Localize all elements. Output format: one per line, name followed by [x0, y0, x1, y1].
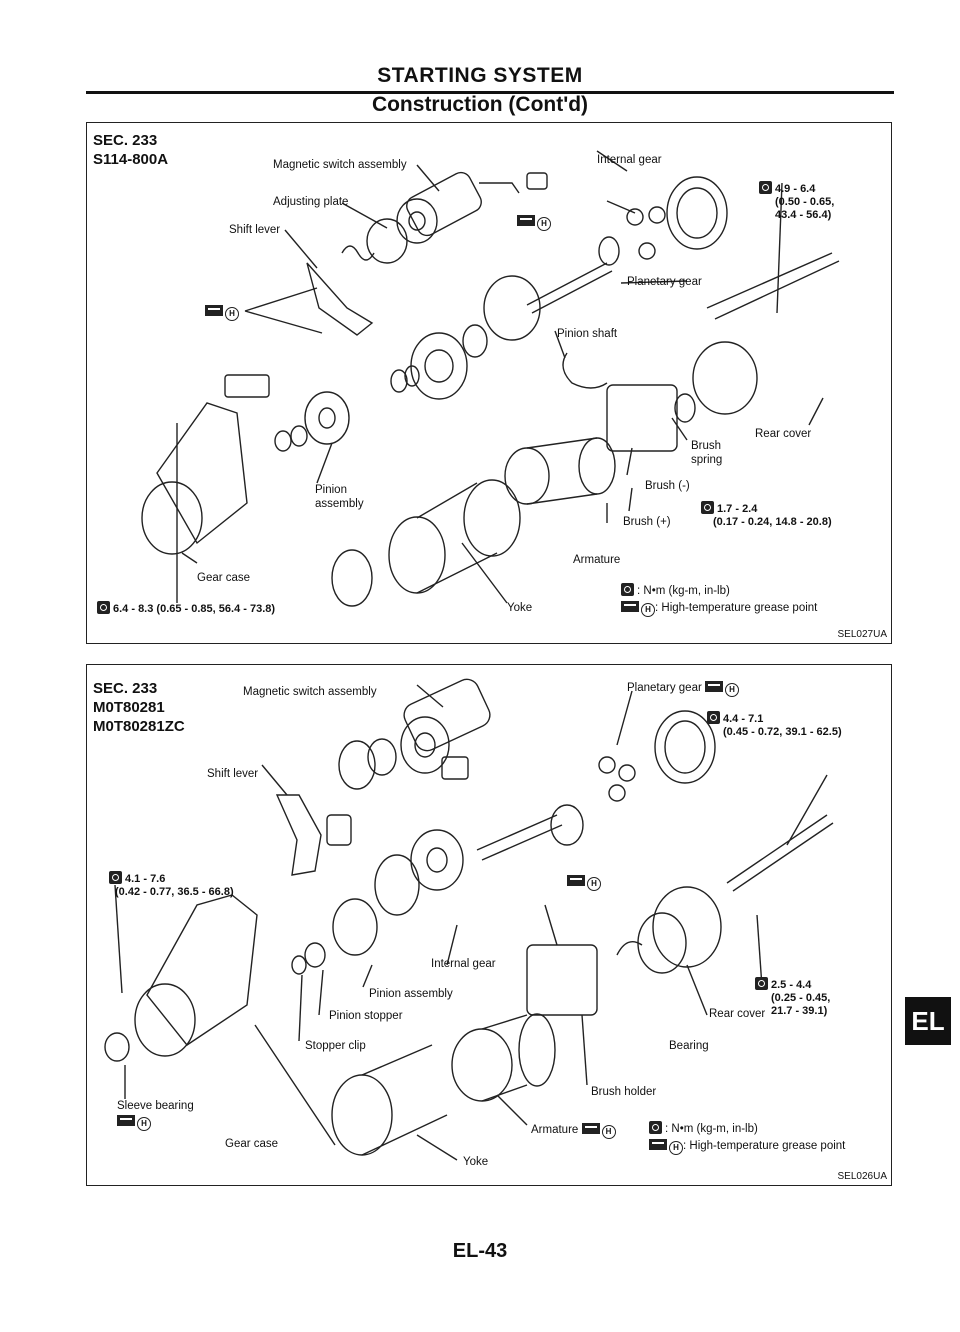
label-adjusting-plate: Adjusting plate: [273, 196, 349, 208]
label-magnetic-switch: Magnetic switch assembly: [273, 159, 407, 171]
label-shift-lever: Shift lever: [207, 768, 259, 780]
h-mark-icon: H: [669, 1141, 683, 1155]
torque-spec-rear-cover: 2.5 - 4.4 (0.25 - 0.45, 21.7 - 39.1): [755, 977, 830, 1018]
h-mark-icon: H: [537, 217, 551, 231]
grease-icon: [117, 1115, 135, 1126]
grease-point-shift-lever: H: [205, 305, 239, 321]
section-number: SEC. 233: [93, 132, 158, 149]
grease-point-pinion-shaft: H: [567, 875, 601, 891]
model-number-1: M0T80281: [93, 699, 165, 716]
torque-wrench-icon: [649, 1121, 662, 1134]
model-number-2: M0T80281ZC: [93, 718, 185, 735]
page-subtitle: Construction (Cont'd): [371, 93, 589, 116]
figure-code: SEL026UA: [837, 1171, 887, 1182]
grease-icon: [581, 1123, 600, 1134]
torque-wrench-icon: [97, 601, 110, 614]
torque-wrench-icon: [109, 871, 122, 884]
label-armature: Armature H: [531, 1123, 616, 1139]
legend-grease: H: High-temperature grease point: [649, 1139, 845, 1155]
h-mark-icon: H: [601, 1125, 616, 1139]
label-gear-case: Gear case: [197, 572, 251, 584]
label-brush-negative: Brush (-): [645, 480, 690, 492]
torque-spec-gear-case: 6.4 - 8.3 (0.65 - 0.85, 56.4 - 73.8): [97, 601, 275, 616]
h-mark-icon: H: [225, 307, 239, 321]
label-gear-case: Gear case: [225, 1138, 279, 1150]
section-number: SEC. 233: [93, 680, 158, 697]
label-sleeve-bearing: Sleeve bearing: [117, 1100, 194, 1112]
torque-spec-through-bolt: 4.4 - 7.1 (0.45 - 0.72, 39.1 - 62.5): [707, 711, 842, 739]
h-mark-icon: H: [587, 877, 601, 891]
legend-torque: : N•m (kg-m, in-lb): [621, 583, 730, 598]
torque-wrench-icon: [759, 181, 772, 194]
label-pinion-shaft: Pinion shaft: [557, 328, 618, 340]
label-magnetic-switch: Magnetic switch assembly: [243, 686, 377, 698]
diagram-panel-m0t80281: SEC. 233 M0T80281 M0T80281ZC Magnetic sw…: [86, 664, 892, 1186]
grease-icon: [621, 601, 639, 612]
model-number: S114-800A: [93, 151, 169, 168]
legend-torque: : N•m (kg-m, in-lb): [649, 1121, 758, 1136]
label-planetary-gear: Planetary gear: [627, 276, 702, 288]
label-armature: Armature: [573, 554, 621, 566]
grease-icon: [517, 215, 535, 226]
exploded-view-drawing: [104, 678, 834, 1161]
page-title: STARTING SYSTEM: [377, 64, 583, 87]
section-tab-el[interactable]: EL: [905, 997, 951, 1045]
grease-icon: [567, 875, 585, 886]
page-number: EL-43: [452, 1240, 508, 1262]
torque-wrench-icon: [621, 583, 634, 596]
torque-spec-gear-case: 4.1 - 7.6 (0.42 - 0.77, 36.5 - 66.8): [109, 871, 234, 899]
label-internal-gear: Internal gear: [597, 154, 662, 166]
label-pinion-assembly: Pinion assembly: [369, 988, 453, 1000]
torque-wrench-icon: [701, 501, 714, 514]
label-rear-cover: Rear cover: [709, 1008, 766, 1020]
label-bearing: Bearing: [669, 1040, 709, 1052]
grease-icon: [705, 681, 723, 692]
figure-code: SEL027UA: [837, 629, 887, 640]
label-brush-spring: Brush spring: [691, 440, 723, 466]
label-yoke: Yoke: [463, 1156, 489, 1168]
h-mark-icon: H: [725, 683, 739, 697]
torque-spec-through-bolt: 4.9 - 6.4 (0.50 - 0.65, 43.4 - 56.4): [759, 181, 834, 222]
torque-wrench-icon: [707, 711, 720, 724]
title-rule: [86, 91, 894, 94]
label-shift-lever: Shift lever: [229, 224, 281, 236]
label-yoke: Yoke: [507, 602, 533, 614]
exploded-view-drawing: [141, 150, 840, 607]
label-internal-gear: Internal gear: [431, 958, 496, 970]
diagram-panel-s114-800a: SEC. 233 S114-800A Magnetic switch assem…: [86, 122, 892, 644]
label-planetary-gear: Planetary gear H: [627, 681, 739, 697]
label-pinion-stopper: Pinion stopper: [329, 1010, 403, 1022]
label-stopper-clip: Stopper clip: [305, 1040, 366, 1052]
grease-icon: [649, 1139, 667, 1150]
h-mark-icon: H: [137, 1117, 151, 1131]
grease-icon: [205, 305, 223, 316]
grease-point-pinion-shaft: H: [517, 215, 551, 231]
legend-grease: H: High-temperature grease point: [621, 601, 817, 617]
torque-spec-rear-cover: 1.7 - 2.4 (0.17 - 0.24, 14.8 - 20.8): [701, 501, 832, 529]
grease-point-sleeve-bearing: H: [117, 1115, 151, 1131]
label-pinion-assembly: Pinion assembly: [315, 484, 364, 510]
h-mark-icon: H: [641, 603, 655, 617]
label-brush-holder: Brush holder: [591, 1086, 657, 1098]
label-rear-cover: Rear cover: [755, 428, 812, 440]
torque-wrench-icon: [755, 977, 768, 990]
label-brush-positive: Brush (+): [623, 516, 671, 528]
